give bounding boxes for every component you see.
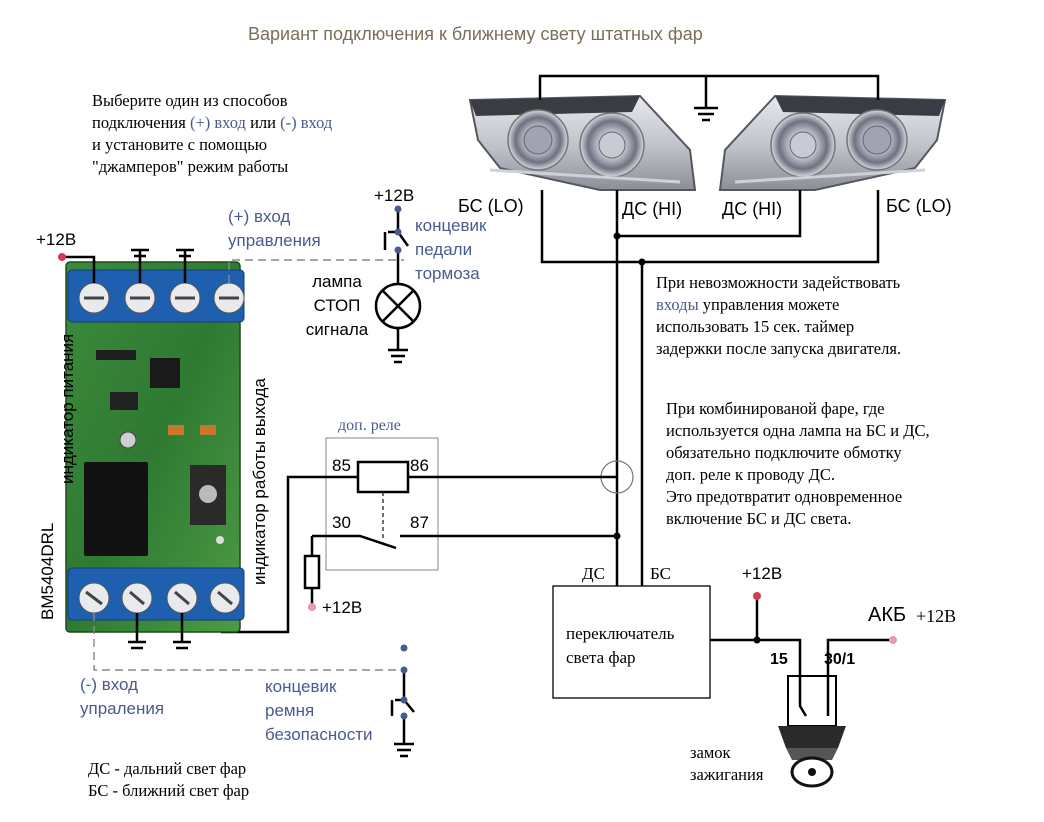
- stop-lamp-label: лампа СТОП сигнала: [305, 272, 369, 339]
- switch-bs-label: БС: [650, 564, 671, 583]
- module-model-label: BM5404DRL: [38, 522, 57, 620]
- right-headlight: [718, 94, 947, 191]
- combined-headlight-note: При комбинированой фаре, где используетс…: [666, 399, 930, 528]
- control-module: [65, 261, 245, 633]
- ignition-12v-label: +12В: [742, 564, 783, 583]
- relay-box: [325, 437, 439, 571]
- ignition-pin-15: 15: [770, 651, 788, 668]
- left-headlight: [468, 94, 697, 191]
- left-lo-label: БС (LO): [458, 196, 524, 216]
- right-hi-label: ДС (HI): [722, 199, 783, 219]
- power-indicator-label: индикатор питания: [58, 333, 77, 484]
- instructions-line: подключения (+) вход или (-) вход: [92, 113, 333, 132]
- headlight-ground-wires: [538, 74, 880, 122]
- instructions-line: и установите с помощью: [92, 135, 268, 154]
- headlight-wires: [540, 190, 880, 588]
- output-indicator-label: индикатор работы выхода: [250, 378, 269, 585]
- relay-pin-30: 30: [332, 513, 351, 532]
- fuse-12v-label: +12В: [322, 598, 363, 617]
- ignition-wires: [710, 596, 893, 676]
- relay-title: доп. реле: [338, 417, 401, 434]
- light-switch-label: переключатель света фар: [566, 624, 675, 667]
- relay-pin-87: 87: [410, 513, 429, 532]
- brake-12v-label: +12В: [374, 186, 415, 205]
- seatbelt-switch-label: концевик ремня безопасности: [265, 677, 373, 744]
- module-wires: [62, 248, 194, 650]
- module-12v-label: +12В: [36, 230, 77, 249]
- legend-item: БС - ближний свет фар: [88, 781, 250, 800]
- ignition-lock: [778, 675, 846, 788]
- brake-circuit: [374, 210, 422, 364]
- light-switch-box: [552, 585, 711, 699]
- instructions-text: Выберите один из способов подключения (+…: [92, 90, 332, 178]
- battery-voltage-label: +12В: [916, 606, 957, 626]
- legend: ДС - дальний свет фар БС - ближний свет …: [88, 758, 249, 802]
- legend-item: ДС - дальний свет фар: [88, 759, 247, 778]
- diagram-title: Вариант подключения к ближнему свету шта…: [248, 24, 703, 44]
- instructions-line: "джамперов" режим работы: [92, 157, 289, 176]
- instructions-line: Выберите один из способов: [92, 91, 288, 110]
- plus-input-label: (+) вход управления: [228, 207, 321, 250]
- switch-ds-label: ДС: [582, 564, 605, 583]
- battery-label: АКБ: [868, 604, 907, 626]
- brake-switch-label: концевик педали тормоза: [415, 216, 487, 283]
- left-hi-label: ДС (HI): [622, 199, 683, 219]
- right-lo-label: БС (LO): [886, 196, 952, 216]
- ignition-pin-30-1: 30/1: [824, 651, 856, 668]
- relay-pin-85: 85: [332, 456, 351, 475]
- ignition-lock-label: замок зажигания: [690, 743, 764, 784]
- relay-pin-86: 86: [410, 456, 429, 475]
- timer-note: При невозможности задействовать входы уп…: [656, 273, 902, 358]
- minus-input-label: (-) вход упраления: [80, 675, 165, 718]
